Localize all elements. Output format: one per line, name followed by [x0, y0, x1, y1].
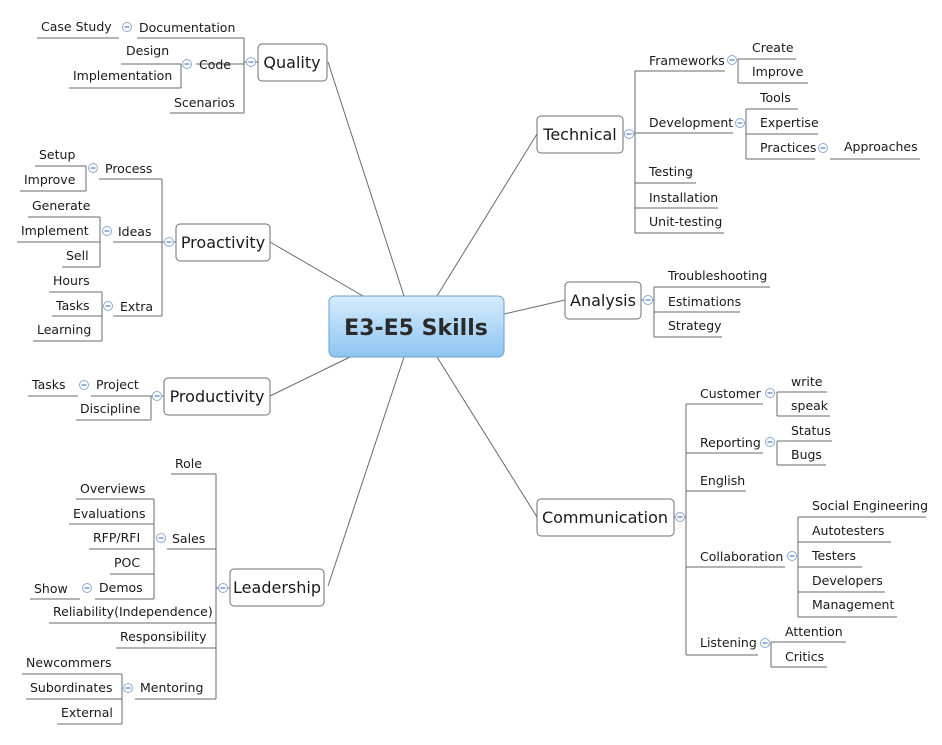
leaf-subordinates[interactable]: Subordinates [30, 680, 112, 695]
leaf-code[interactable]: Code [199, 57, 231, 72]
leaf-ideas[interactable]: Ideas [118, 224, 151, 239]
leaf-learning[interactable]: Learning [37, 322, 91, 337]
branch-quality: Quality Documentation Case Study Code De… [37, 19, 328, 114]
leaf-tasks[interactable]: Tasks [55, 298, 90, 313]
leaf-responsibility[interactable]: Responsibility [120, 629, 207, 644]
leaf-listening[interactable]: Listening [700, 635, 757, 650]
topic-communication-label: Communication [542, 508, 668, 527]
leaf-improve-technical[interactable]: Improve [752, 64, 804, 79]
leaf-tasks-productivity[interactable]: Tasks [31, 377, 66, 392]
leaf-project[interactable]: Project [96, 377, 139, 392]
topic-productivity-label: Productivity [170, 387, 265, 406]
leaf-developers[interactable]: Developers [812, 573, 883, 588]
leaf-extra[interactable]: Extra [120, 299, 153, 314]
leaf-poc[interactable]: POC [114, 555, 140, 570]
leaf-bugs[interactable]: Bugs [791, 447, 822, 462]
leaf-newcommers[interactable]: Newcommers [26, 655, 111, 670]
topic-leadership[interactable] [229, 568, 325, 607]
topic-technical-label: Technical [542, 125, 616, 144]
leaf-process[interactable]: Process [105, 161, 152, 176]
leaf-management[interactable]: Management [812, 597, 894, 612]
root-connectors [269, 61, 566, 587]
branch-communication: Communication Customer write speak Repor… [536, 374, 928, 668]
topic-quality-label: Quality [263, 53, 320, 72]
leaf-unit-testing[interactable]: Unit-testing [649, 214, 722, 229]
leaf-troubleshooting[interactable]: Troubleshooting [667, 268, 767, 283]
leaf-discipline[interactable]: Discipline [80, 401, 141, 416]
leaf-approaches[interactable]: Approaches [844, 139, 918, 154]
leaf-demos[interactable]: Demos [99, 580, 143, 595]
leaf-customer[interactable]: Customer [700, 386, 762, 401]
leaf-social-engineering[interactable]: Social Engineering [812, 498, 928, 513]
topic-analysis[interactable] [564, 281, 642, 320]
leaf-collaboration[interactable]: Collaboration [700, 549, 783, 564]
leaf-create[interactable]: Create [752, 40, 794, 55]
leaf-design[interactable]: Design [126, 43, 169, 58]
leaf-generate[interactable]: Generate [32, 198, 91, 213]
root-node[interactable]: E3-E5 Skills [328, 295, 505, 358]
topic-communication[interactable] [536, 498, 675, 537]
leaf-implementation[interactable]: Implementation [73, 68, 172, 83]
branch-analysis: Analysis Troubleshooting Estimations Str… [564, 268, 770, 338]
leaf-testers[interactable]: Testers [811, 548, 856, 563]
leaf-external[interactable]: External [61, 705, 113, 720]
branch-leadership: Leadership Role Sales Overviews Evaluati… [22, 456, 325, 725]
leaf-evaluations[interactable]: Evaluations [73, 506, 145, 521]
leaf-testing[interactable]: Testing [648, 164, 693, 179]
leaf-reporting[interactable]: Reporting [700, 435, 761, 450]
leaf-critics[interactable]: Critics [785, 649, 824, 664]
branch-proactivity: Proactivity Process Setup Improve Ideas … [17, 147, 271, 342]
leaf-estimations[interactable]: Estimations [668, 294, 741, 309]
branch-productivity: Productivity Project Tasks Discipline [28, 377, 271, 421]
leaf-expertise[interactable]: Expertise [760, 115, 819, 130]
topic-leadership-label: Leadership [233, 578, 321, 597]
leaf-strategy[interactable]: Strategy [668, 318, 722, 333]
leaf-frameworks[interactable]: Frameworks [649, 53, 725, 68]
leaf-scenarios[interactable]: Scenarios [174, 95, 235, 110]
topic-quality[interactable] [257, 43, 328, 82]
leaf-write[interactable]: write [791, 374, 823, 389]
leaf-installation[interactable]: Installation [649, 190, 718, 205]
leaf-show[interactable]: Show [34, 581, 68, 596]
leaf-documentation[interactable]: Documentation [139, 20, 235, 35]
leaf-role[interactable]: Role [175, 456, 202, 471]
leaf-case-study[interactable]: Case Study [41, 19, 112, 34]
leaf-implement[interactable]: Implement [21, 223, 89, 238]
leaf-tools[interactable]: Tools [759, 90, 791, 105]
leaf-hours[interactable]: Hours [53, 273, 90, 288]
topic-productivity[interactable] [163, 377, 271, 416]
branch-technical: Technical Frameworks Create Improve Deve… [536, 40, 920, 234]
leaf-setup[interactable]: Setup [39, 147, 75, 162]
leaf-reliability[interactable]: Reliability(Independence) [53, 604, 213, 619]
topic-technical[interactable] [536, 115, 624, 154]
leaf-english[interactable]: English [700, 473, 745, 488]
topic-proactivity[interactable] [175, 223, 271, 262]
leaf-rfp[interactable]: RFP/RFI [93, 530, 140, 545]
leaf-speak[interactable]: speak [791, 398, 829, 413]
leaf-sales[interactable]: Sales [172, 531, 205, 546]
leaf-practices[interactable]: Practices [760, 140, 816, 155]
topic-proactivity-label: Proactivity [181, 233, 265, 252]
leaf-mentoring[interactable]: Mentoring [140, 680, 203, 695]
leaf-sell[interactable]: Sell [66, 248, 89, 263]
leaf-status[interactable]: Status [791, 423, 831, 438]
leaf-development[interactable]: Development [649, 115, 733, 130]
root-title: E3-E5 Skills [344, 316, 488, 341]
leaf-autotesters[interactable]: Autotesters [812, 523, 884, 538]
leaf-overviews[interactable]: Overviews [80, 481, 145, 496]
leaf-attention[interactable]: Attention [785, 624, 843, 639]
leaf-improve[interactable]: Improve [24, 172, 76, 187]
topic-analysis-label: Analysis [570, 291, 636, 310]
